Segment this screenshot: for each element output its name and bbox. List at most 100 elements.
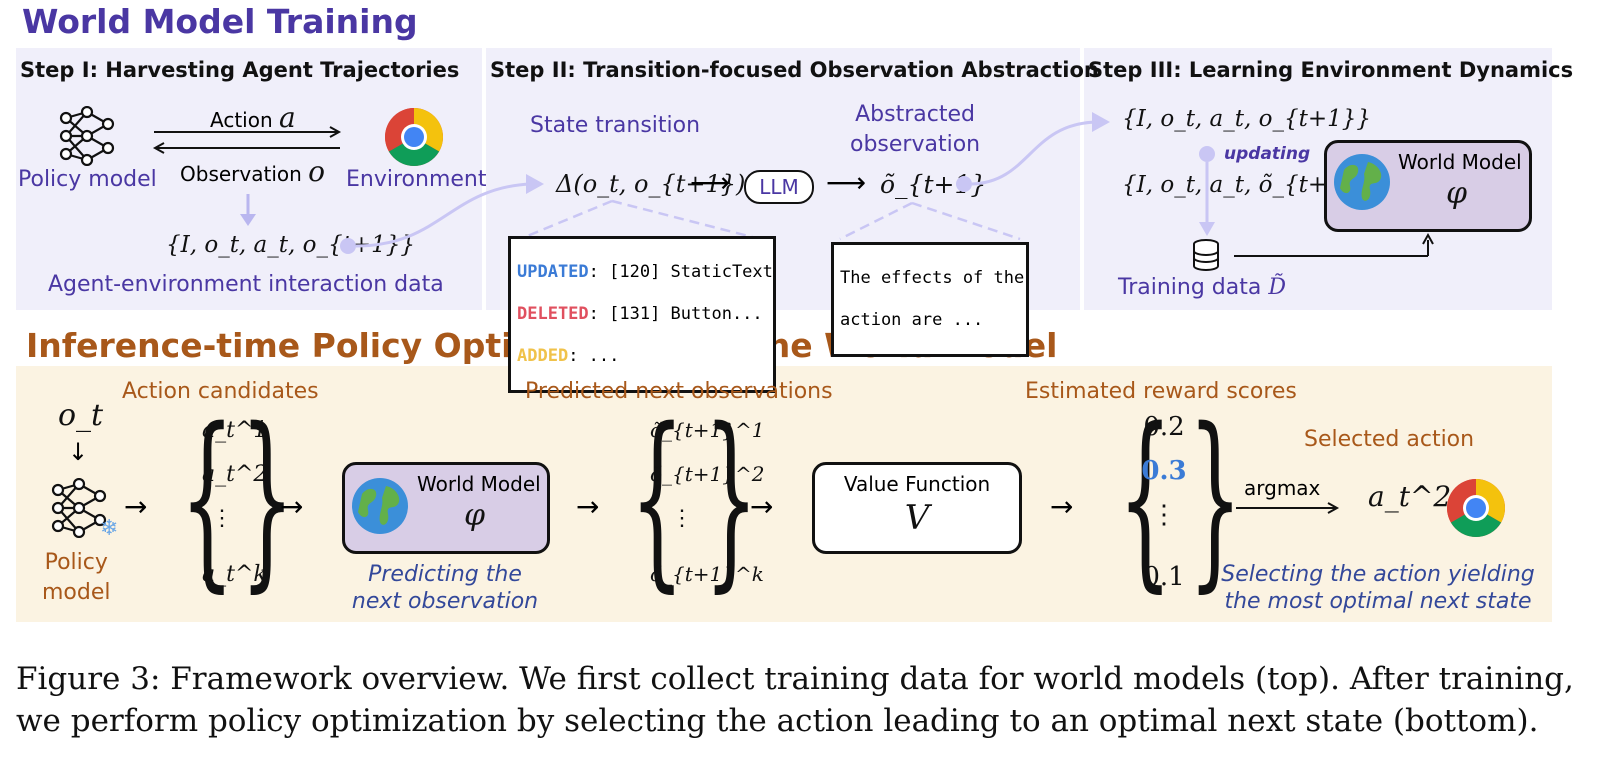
updated-value: : [120] StaticText xyxy=(588,262,773,282)
arrow-policy-to-actions: → xyxy=(124,490,148,523)
action-candidates-label: Action candidates xyxy=(122,379,319,404)
abstracted-line1: Abstracted xyxy=(855,102,975,127)
observation-text: Observation xyxy=(180,162,302,186)
environment-label: Environment xyxy=(346,167,487,192)
action-brace-right: } xyxy=(240,388,295,609)
neural-network-icon-bottom xyxy=(51,478,107,538)
selecting-caption: Selecting the action yielding the most o… xyxy=(1212,561,1544,615)
predicted-observations-label: Predicted next observations xyxy=(525,379,833,404)
selected-action-symbol: a_t^2 xyxy=(1368,480,1452,513)
effects-line2: action are ... xyxy=(840,310,984,330)
value-symbol: V xyxy=(904,498,930,538)
earth-globe-icon-bottom xyxy=(352,478,408,534)
action-candidate: ⋮ xyxy=(211,506,233,531)
arrow-to-llm: ⟶ xyxy=(690,166,731,199)
phi-top: φ xyxy=(1446,176,1468,211)
selecting-line1: Selecting the action yielding xyxy=(1221,562,1535,587)
down-arrow-step1 xyxy=(240,194,256,226)
reward-scores-label: Estimated reward scores xyxy=(1025,379,1297,404)
updating-arrow xyxy=(1199,146,1215,236)
policy-model-label-bottom: Policy model xyxy=(42,548,111,608)
world-model-label-top: World Model xyxy=(1398,150,1522,174)
score-brace-left: { xyxy=(1118,388,1173,609)
delta-expression: Δ(o_t, o_{t+1}) xyxy=(556,170,746,198)
argmax-label: argmax xyxy=(1244,476,1321,500)
world-model-label-bottom: World Model xyxy=(417,472,541,496)
training-data-label: Training data D̃ xyxy=(1118,275,1286,300)
training-data-symbol: D̃ xyxy=(1268,275,1286,300)
predicted-brace-right: } xyxy=(704,388,759,609)
training-arrow xyxy=(1234,232,1434,257)
state-transition-label: State transition xyxy=(530,113,701,138)
step2-heading: Step II: Transition-focused Observation … xyxy=(490,58,1099,82)
predicting-caption: Predicting the next observation xyxy=(330,561,560,615)
arrow-value-to-scores: → xyxy=(1050,490,1074,523)
neural-network-icon xyxy=(59,106,115,166)
deleted-key: DELETED xyxy=(517,304,589,324)
updating-label: updating xyxy=(1224,144,1311,164)
predicted-list: õ_{t+1}^1 õ_{t+1}^2 ⋮ õ_{t+1}^k xyxy=(650,418,765,606)
value-function-box xyxy=(812,462,1022,554)
score-value: ⋮ xyxy=(1151,500,1177,530)
updated-key: UPDATED xyxy=(517,262,589,282)
phi-bottom: φ xyxy=(464,498,486,533)
observation-label: Observation o xyxy=(180,155,325,188)
predicted-observation: õ_{t+1}^k xyxy=(650,562,764,586)
caption-line1: Figure 3: Framework overview. We first c… xyxy=(16,661,1574,697)
policy-line1: Policy xyxy=(44,550,108,575)
added-key: ADDED xyxy=(517,346,569,366)
added-value: : ... xyxy=(568,346,620,366)
predicted-observation: ⋮ xyxy=(671,506,693,531)
effects-box: The effects of the action are ... xyxy=(831,242,1029,357)
action-candidate: a_t^2 xyxy=(202,462,268,487)
predicted-observation: õ_{t+1}^2 xyxy=(650,462,765,486)
step1-panel xyxy=(16,48,482,310)
score-value: 0.2 xyxy=(1143,412,1185,442)
action-candidate: a_t^1 xyxy=(202,418,268,443)
action-label: Action a xyxy=(210,101,296,134)
effects-line1: The effects of the xyxy=(840,268,1025,288)
chrome-browser-icon xyxy=(385,108,443,166)
action-symbol: a xyxy=(279,101,296,134)
predicted-brace-left: { xyxy=(630,388,685,609)
arrow-from-llm: ⟶ xyxy=(826,166,867,199)
caption-line2: we perform policy optimization by select… xyxy=(16,703,1539,739)
score-value: 0.1 xyxy=(1143,562,1185,592)
database-icon xyxy=(1193,239,1219,271)
action-arrow xyxy=(152,126,342,154)
dashed-connectors xyxy=(519,199,1021,241)
selecting-line2: the most optimal next state xyxy=(1224,589,1532,614)
diff-box: UPDATED: [120] StaticText DELETED: [131]… xyxy=(508,236,776,393)
action-brace-left: { xyxy=(180,388,235,609)
argmax-arrow xyxy=(1236,502,1340,514)
step3-heading: Step III: Learning Environment Dynamics xyxy=(1088,58,1574,82)
world-model-box-bottom xyxy=(342,462,550,554)
predicted-observation: õ_{t+1}^1 xyxy=(650,418,765,442)
action-candidate: a_t^k xyxy=(202,562,267,587)
score-brace-right: } xyxy=(1188,388,1243,609)
llm-label: LLM xyxy=(759,175,799,199)
tuple-top: {I, o_t, a_t, o_{t+1}} xyxy=(1122,106,1372,132)
selected-action-label: Selected action xyxy=(1304,427,1475,452)
step1-heading: Step I: Harvesting Agent Trajectories xyxy=(20,58,460,82)
inference-panel xyxy=(16,366,1552,622)
deleted-value: : [131] Button... xyxy=(588,304,763,324)
arrow-wm-to-predicted: → xyxy=(576,490,600,523)
policy-line2: model xyxy=(42,580,111,605)
interaction-data-label: Agent-environment interaction data xyxy=(48,272,444,297)
score-list: 0.2 0.3 ⋮ 0.1 xyxy=(1138,412,1190,606)
flow-curve-2 xyxy=(956,112,1110,192)
earth-globe-icon xyxy=(1334,154,1390,210)
figure-caption: Figure 3: Framework overview. We first c… xyxy=(16,658,1574,742)
abstracted-observation-label: Abstracted observation xyxy=(850,100,980,160)
value-function-label: Value Function xyxy=(843,472,991,496)
predicting-line2: next observation xyxy=(351,589,539,614)
training-data-text: Training data xyxy=(1118,275,1262,300)
current-observation: o_t xyxy=(58,398,104,433)
flow-curve-1 xyxy=(340,174,544,254)
arrow-predicted-to-value: → xyxy=(750,490,774,523)
llm-box: LLM xyxy=(744,170,814,204)
arrow-actions-to-wm: → xyxy=(280,490,304,523)
score-value-highlighted: 0.3 xyxy=(1141,456,1187,486)
policy-model-label: Policy model xyxy=(18,167,157,192)
